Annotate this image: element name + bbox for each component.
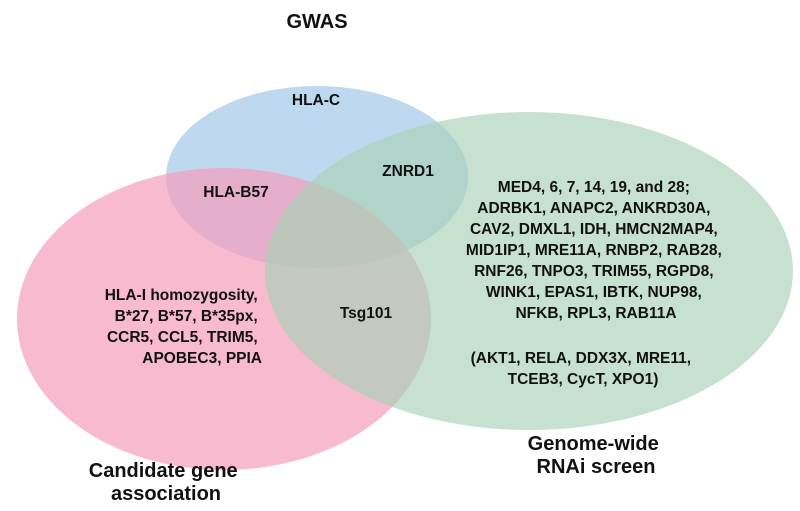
rnai-only-line: ADRBK1, ANAPC2, ANKRD30A, — [477, 200, 710, 217]
rnai-circle — [265, 112, 793, 430]
rnai-title: Genome-wide RNAi screen — [528, 433, 665, 478]
gwas-title: GWAS — [286, 11, 347, 33]
candidate-title: Candidate gene association — [89, 460, 243, 505]
rnai-only-extra-line: (AKT1, RELA, DDX3X, MRE11, — [471, 350, 692, 367]
rnai-only-line: NFKB, RPL3, RAB11A — [515, 305, 676, 322]
candidate-only-line: CCR5, CCL5, TRIM5, — [107, 329, 258, 346]
gwas-candidate-label: HLA-B57 — [203, 184, 268, 201]
rnai-only-extra-line: TCEB3, CycT, XPO1) — [508, 371, 659, 388]
rnai-only-line: RNF26, TNPO3, TRIM55, RGPD8, — [474, 263, 713, 280]
rnai-only-line: MID1IP1, MRE11A, RNBP2, RAB28, — [466, 242, 722, 259]
candidate-title-line-2: association — [111, 483, 221, 505]
rnai-title-line-2: RNAi screen — [537, 456, 656, 478]
candidate-only-line: HLA-I homozygosity, — [105, 287, 258, 304]
rnai-only-extra-list: (AKT1, RELA, DDX3X, MRE11, TCEB3, CycT, … — [471, 350, 696, 388]
candidate-title-line-1: Candidate gene — [89, 460, 238, 482]
candidate-only-line: B*27, B*57, B*35px, — [115, 308, 258, 325]
candidate-only-line: APOBEC3, PPIA — [142, 350, 262, 367]
rnai-title-line-1: Genome-wide — [528, 433, 659, 455]
gwas-only-label: HLA-C — [292, 92, 340, 109]
candidate-only-list: HLA-I homozygosity, B*27, B*57, B*35px, … — [105, 287, 262, 367]
rnai-only-line: MED4, 6, 7, 14, 19, and 28; — [498, 179, 690, 196]
rnai-only-line: WINK1, EPAS1, IBTK, NUP98, — [486, 284, 702, 301]
rnai-only-line: CAV2, DMXL1, IDH, HMCN2MAP4, — [470, 221, 718, 238]
rnai-only-list: MED4, 6, 7, 14, 19, and 28; ADRBK1, ANAP… — [466, 179, 726, 322]
gwas-rnai-label: ZNRD1 — [382, 163, 434, 180]
candidate-rnai-label: Tsg101 — [340, 305, 393, 322]
